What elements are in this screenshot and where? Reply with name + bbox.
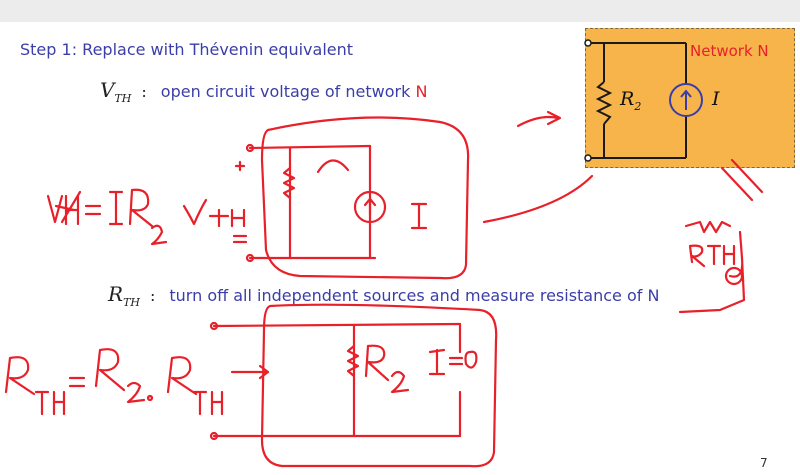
current-source-icon	[669, 83, 703, 117]
network-resistor-label: R2	[620, 88, 642, 113]
vth-colon: :	[141, 82, 147, 101]
rth-colon: :	[150, 286, 156, 305]
top-bar	[0, 0, 800, 22]
rth-definition: RTH: turn off all independent sources and…	[108, 282, 659, 309]
network-source-label: I	[712, 88, 720, 110]
rth-symbol: RTH	[108, 282, 140, 309]
rth-text: turn off all independent sources and mea…	[169, 286, 660, 305]
step-title: Step 1: Replace with Thévenin equivalent	[20, 40, 354, 59]
network-label: Network N	[690, 42, 769, 60]
vth-definition: VTH: open circuit voltage of network N	[100, 78, 427, 105]
resistor-icon	[595, 81, 613, 125]
vth-text: open circuit voltage of network	[160, 82, 416, 101]
vth-symbol: VTH	[100, 78, 132, 105]
vth-network-letter: N	[415, 82, 428, 101]
page-number: 7	[760, 456, 768, 470]
network-n-box	[585, 28, 795, 168]
